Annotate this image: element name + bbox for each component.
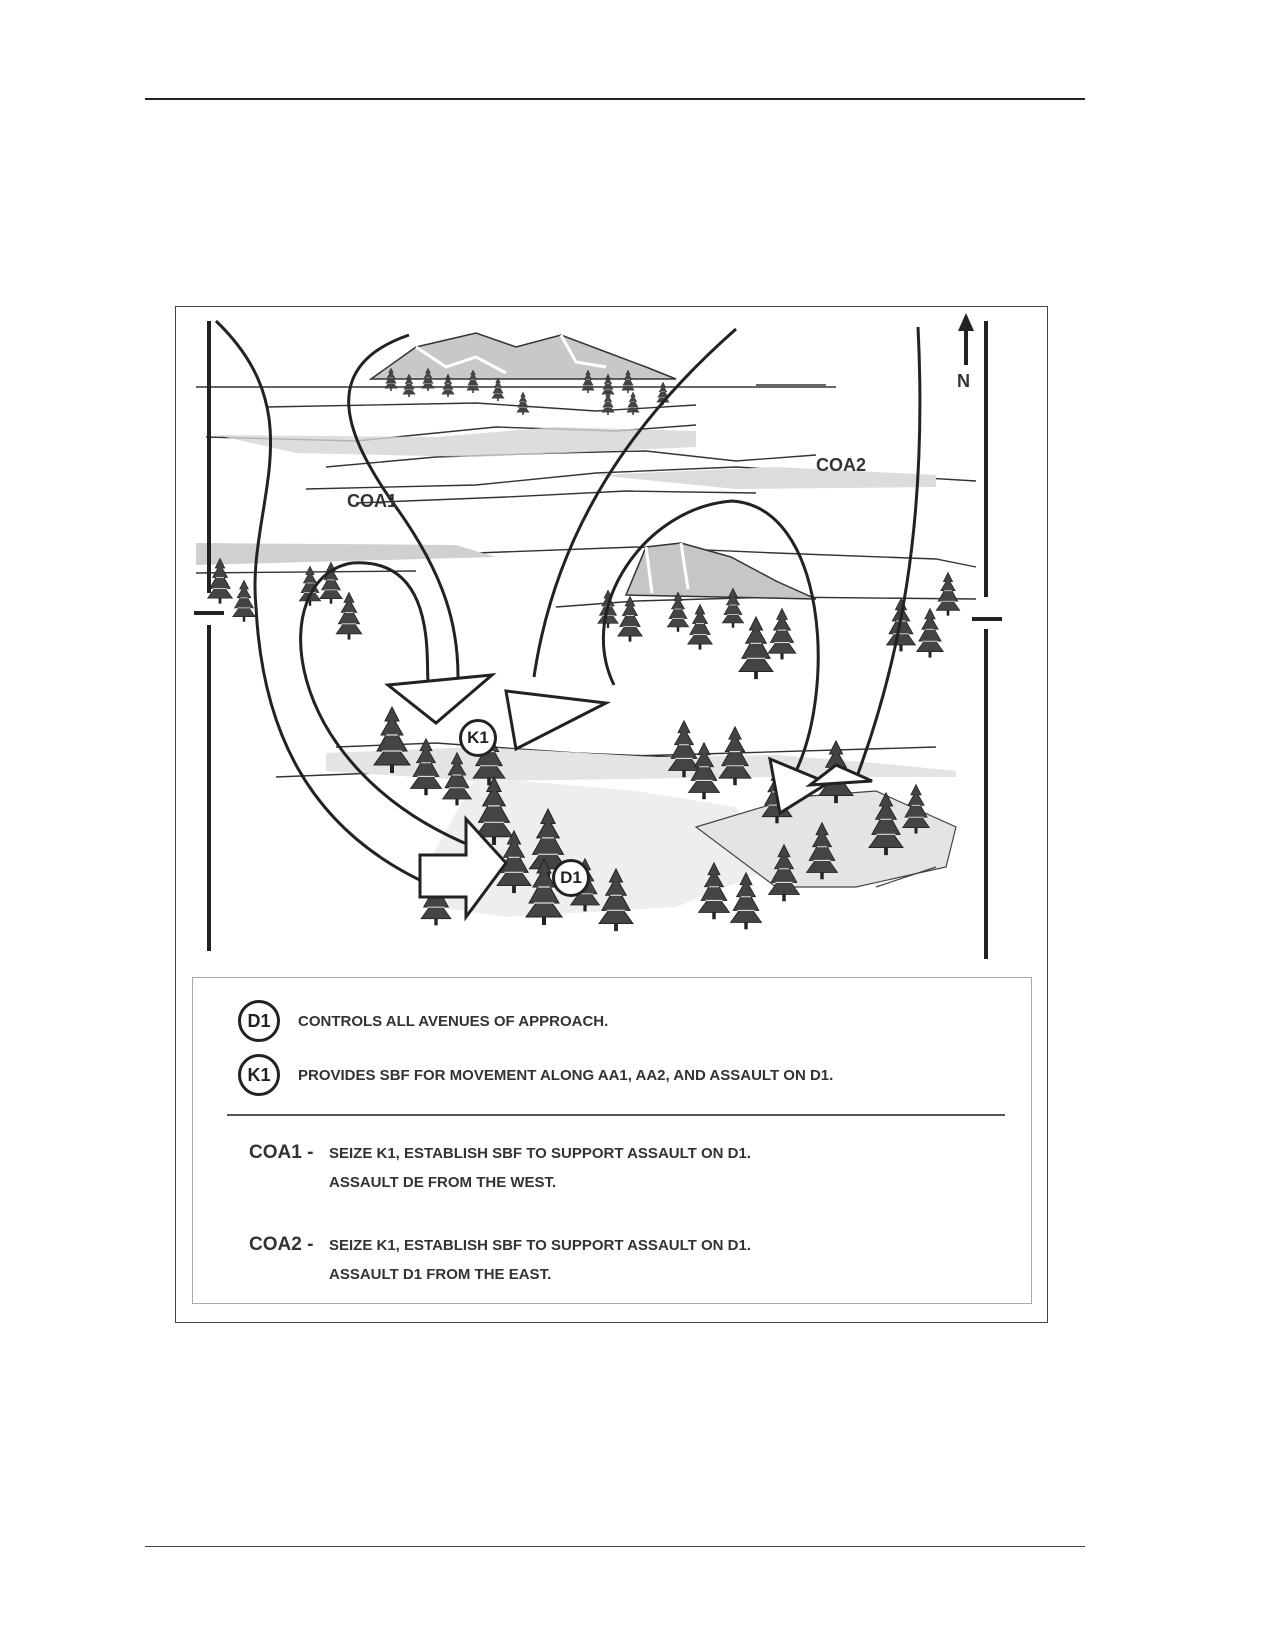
coa1-map-label: COA1 — [347, 491, 398, 511]
d1-objective-marker: D1 — [552, 859, 590, 897]
coa2-line1: SEIZE K1, ESTABLISH SBF TO SUPPORT ASSAU… — [329, 1237, 751, 1254]
coa2-description: COA2 - SEIZE K1, ESTABLISH SBF TO SUPPORT… — [249, 1234, 751, 1283]
coa2-map-label: COA2 — [816, 455, 867, 475]
d1-legend-text: CONTROLS ALL AVENUES OF APPROACH. — [298, 1012, 609, 1030]
coa2-name: COA2 - — [249, 1234, 314, 1255]
coa1-name: COA1 - — [249, 1142, 314, 1163]
d1-legend-symbol: D1 — [238, 1000, 280, 1042]
legend-divider — [227, 1114, 1005, 1116]
coa1-description: COA1 - SEIZE K1, ESTABLISH SBF TO SUPPORT… — [249, 1142, 751, 1191]
legend-row-k1: K1 PROVIDES SBF FOR MOVEMENT ALONG AA1, … — [238, 1054, 833, 1096]
bottom-rule — [145, 1546, 1085, 1547]
tree-group-center — [597, 587, 797, 680]
k1-objective-marker: K1 — [459, 719, 497, 757]
mountain-range — [368, 332, 677, 380]
rock-formation — [624, 542, 817, 600]
k1-legend-symbol: K1 — [238, 1054, 280, 1096]
terrain-sketch — [194, 313, 1002, 959]
coa1-line1: SEIZE K1, ESTABLISH SBF TO SUPPORT ASSAU… — [329, 1145, 751, 1162]
north-label: N — [957, 371, 970, 391]
legend-box: D1 CONTROLS ALL AVENUES OF APPROACH. K1 … — [192, 977, 1032, 1304]
k1-legend-text: PROVIDES SBF FOR MOVEMENT ALONG AA1, AA2… — [298, 1066, 834, 1084]
arrowheads — [384, 673, 873, 922]
boundary-lines — [194, 321, 1002, 959]
tree-group-west — [207, 557, 363, 641]
top-rule — [145, 98, 1085, 100]
coa-arrows — [214, 319, 922, 885]
tree-group-east — [886, 571, 961, 658]
terrain-figure: N COA1 COA2 K1 D1 D1 CONTROLS ALL AVENUE… — [175, 306, 1048, 1323]
north-arrow-icon — [958, 313, 974, 365]
legend-row-d1: D1 CONTROLS ALL AVENUES OF APPROACH. — [238, 1000, 608, 1042]
coa2-line2: ASSAULT D1 FROM THE EAST. — [329, 1266, 552, 1283]
coa1-line2: ASSAULT DE FROM THE WEST. — [329, 1174, 557, 1191]
